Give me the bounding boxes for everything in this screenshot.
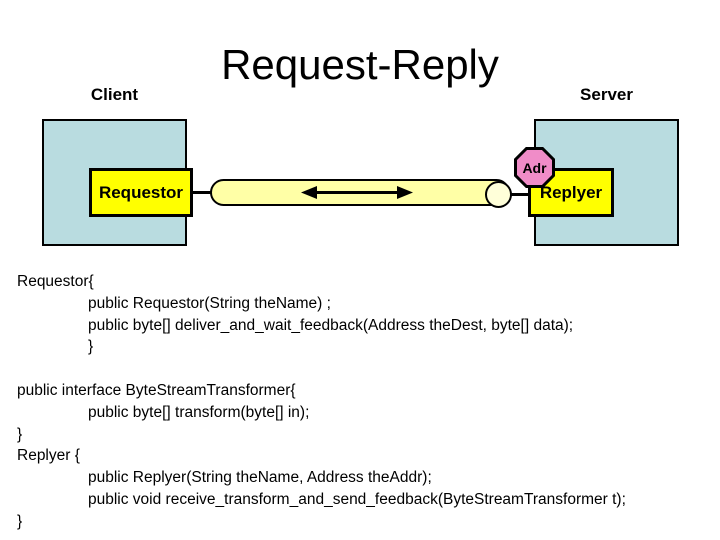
page-title: Request-Reply — [221, 41, 499, 88]
code-line: Replyer { — [17, 447, 80, 465]
client-label: Client — [90, 85, 139, 104]
code-line: } — [17, 425, 23, 443]
replyer-box: Replyer — [528, 168, 614, 217]
code-line: } — [88, 338, 94, 356]
replyer-label: Replyer — [539, 182, 603, 202]
code-line: } — [17, 512, 23, 530]
server-label: Server — [580, 85, 633, 104]
code-block: Requestor{ public Requestor(String theNam… — [17, 271, 720, 533]
octagon-icon — [514, 147, 555, 188]
code-line: public interface ByteStreamTransformer{ — [17, 381, 296, 399]
code-line: public Replyer(String theName, Address t… — [88, 469, 432, 487]
port-replyer-connector — [509, 193, 529, 196]
requestor-box: Requestor — [89, 168, 193, 217]
code-line: Requestor{ — [17, 273, 94, 290]
code-line: public void receive_transform_and_send_f… — [88, 490, 626, 508]
double-arrow-icon — [301, 186, 413, 199]
channel-port-circle — [485, 181, 512, 208]
code-line: public byte[] transform(byte[] in); — [88, 403, 310, 421]
code-line: public byte[] deliver_and_wait_feedback(… — [88, 316, 574, 334]
code-line — [17, 358, 720, 380]
requestor-label: Requestor — [98, 182, 184, 202]
code-line: public Requestor(String theName) ; — [88, 294, 331, 312]
requestor-channel-connector — [191, 191, 211, 194]
address-octagon: Adr — [514, 147, 555, 188]
adr-label: Adr — [522, 159, 547, 176]
